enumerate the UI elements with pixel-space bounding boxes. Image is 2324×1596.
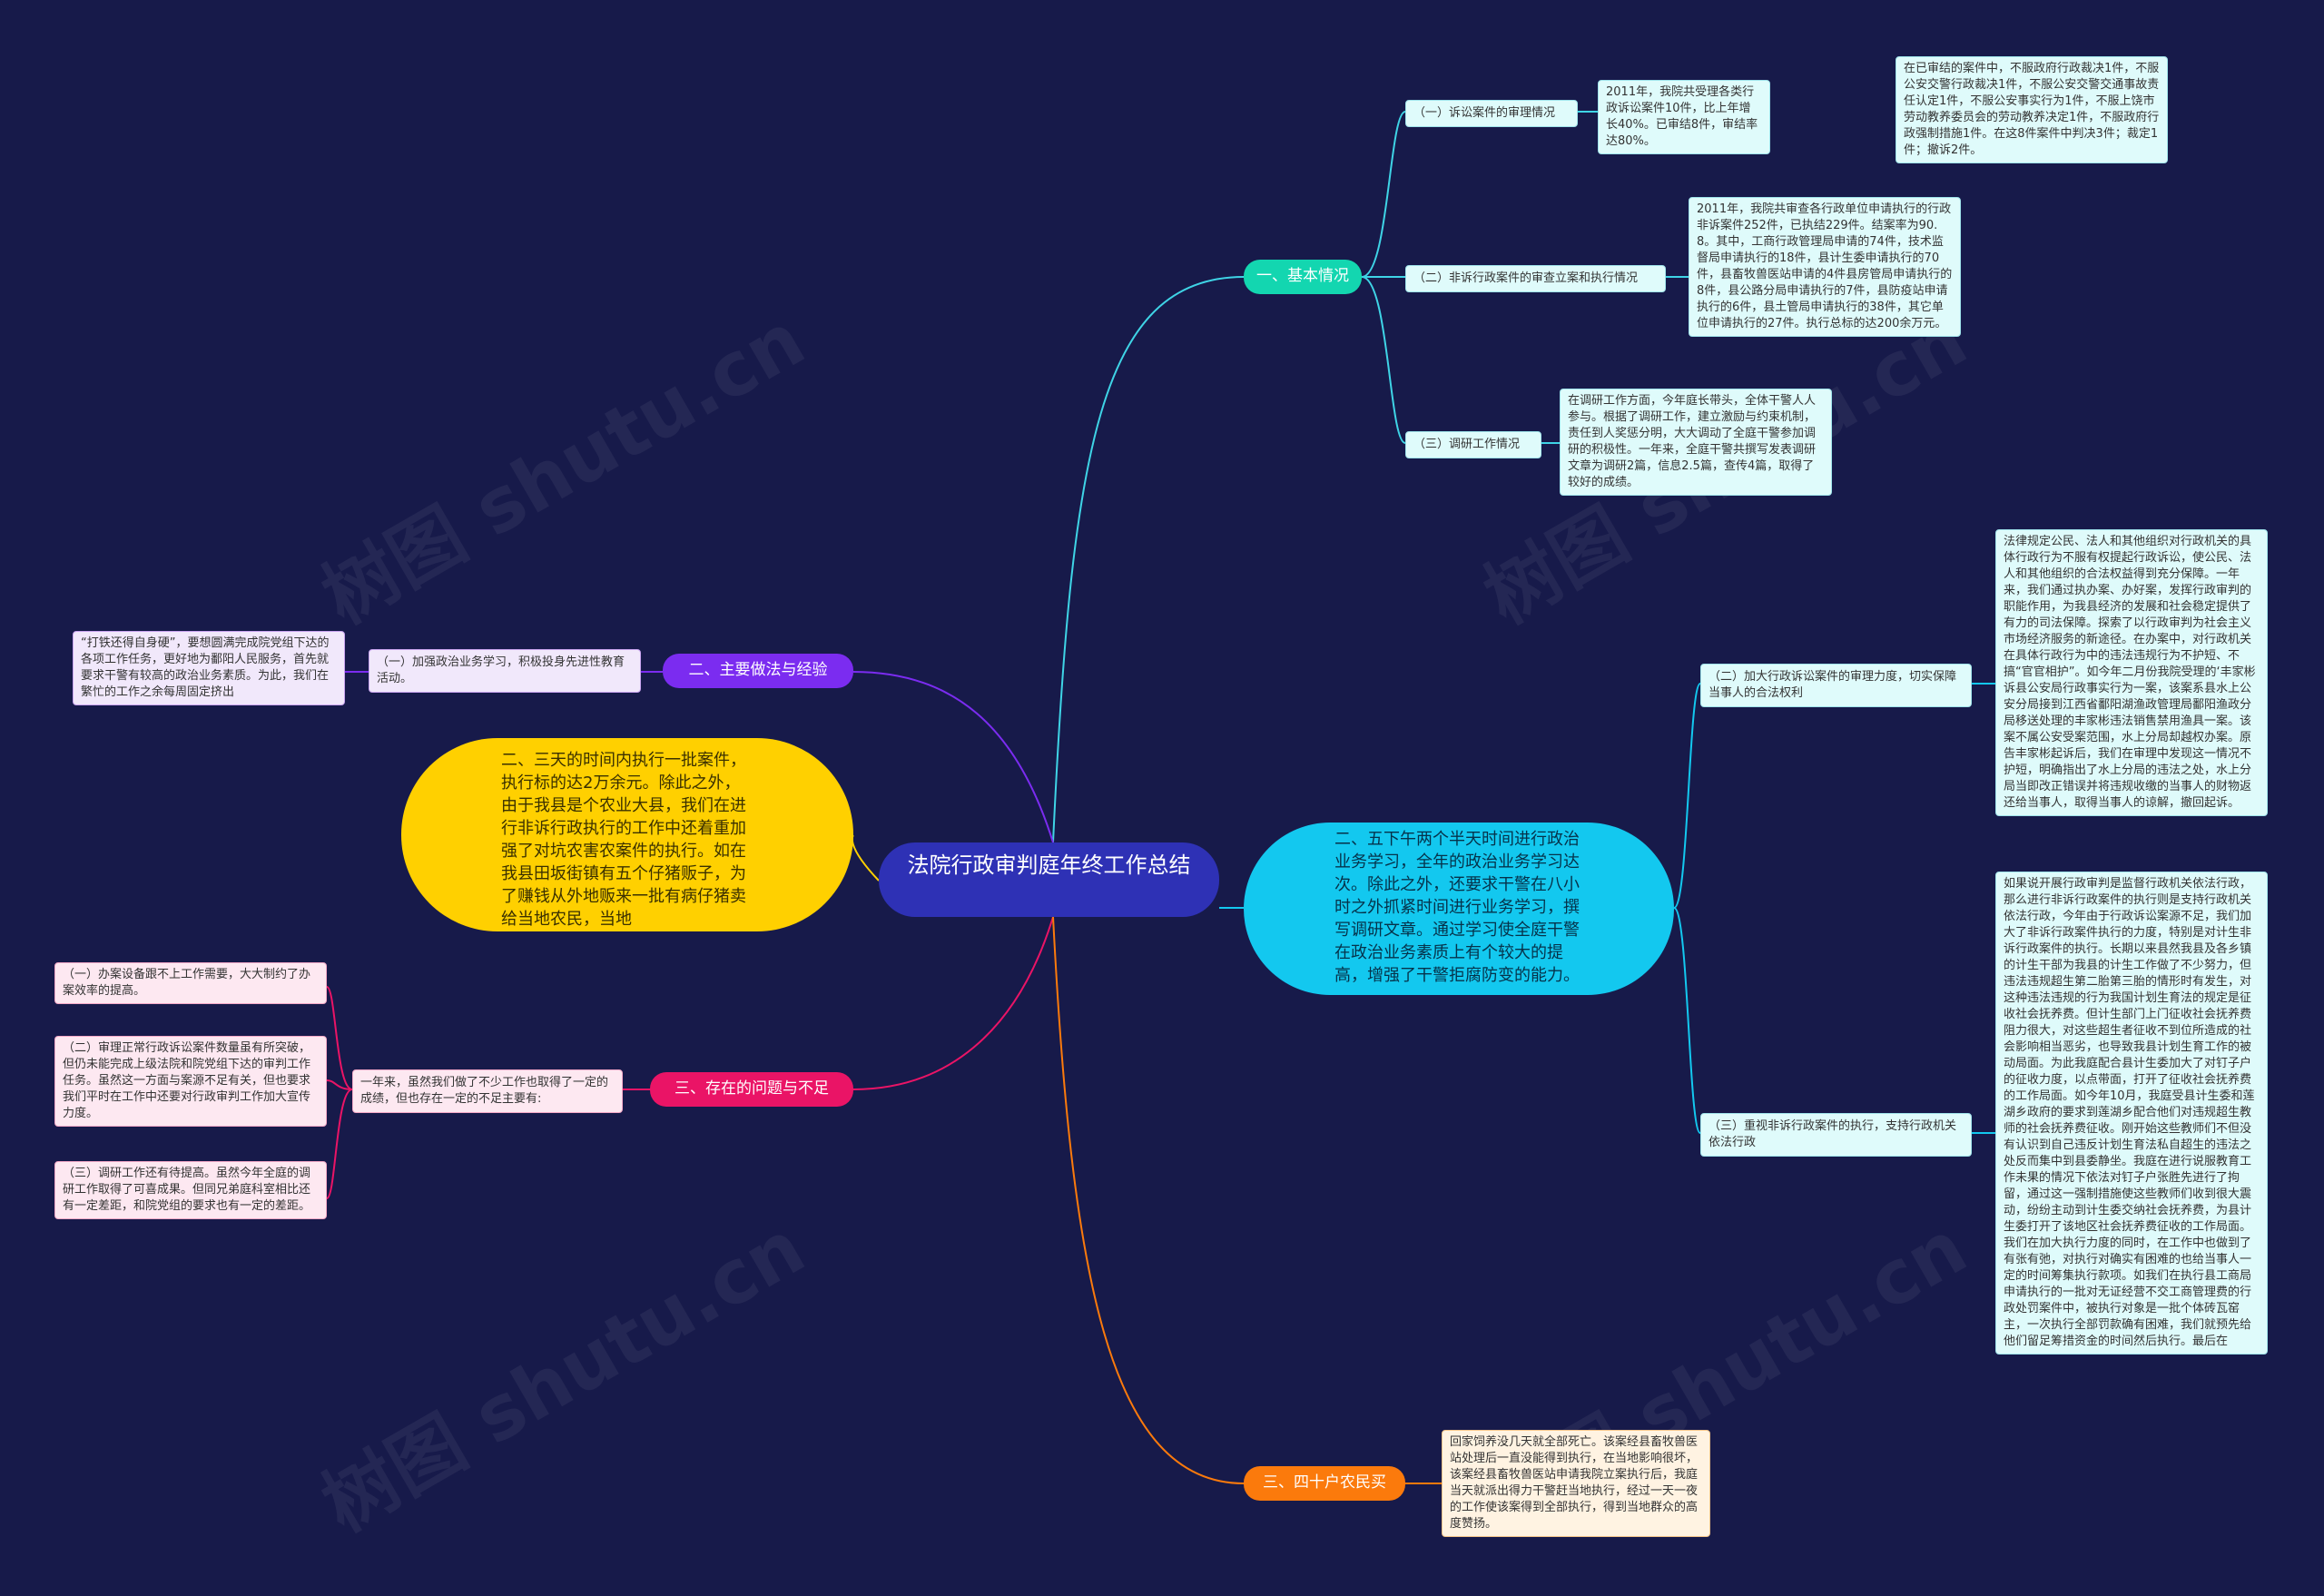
sub-research-work[interactable]: （三）调研工作情况 [1405, 431, 1541, 458]
sub-support-enforcement[interactable]: （三）重视非诉行政案件的执行，支持行政机关依法行政 [1700, 1113, 1972, 1157]
root-topic[interactable]: 法院行政审判庭年终工作总结 [879, 842, 1219, 917]
sub-political-study[interactable]: （一）加强政治业务学习，积极投身先进性教育活动。 [369, 649, 641, 693]
branch-practices[interactable]: 二、主要做法与经验 [663, 654, 853, 688]
problem-item-caseload: （二）审理正常行政诉讼案件数量虽有所突破，但仍未能完成上级法院和院党组下达的审判… [54, 1036, 327, 1127]
detail-support-enforcement: 如果说开展行政审判是监督行政机关依法行政，那么进行非诉行政案件的执行则是支持行政… [1995, 872, 2268, 1355]
detail-political-study: “打铁还得自身硬”，要想圆满完成院党组下达的各项工作任务，更好地为鄱阳人民服务，… [73, 631, 345, 705]
continuation-study-cyan: 二、五下午两个半天时间进行政治业务学习，全年的政治业务学习达次。除此之外，还要求… [1244, 823, 1674, 995]
sub-problems-summary[interactable]: 一年来，虽然我们做了不少工作也取得了一定的成绩，但也存在一定的不足主要有: [352, 1069, 623, 1113]
sub-litigation-cases[interactable]: （一）诉讼案件的审理情况 [1405, 100, 1578, 127]
branch-problems[interactable]: 三、存在的问题与不足 [650, 1072, 853, 1107]
branch-farmers[interactable]: 三、四十户农民买 [1244, 1466, 1405, 1501]
problem-item-equipment: （一）办案设备跟不上工作需要，大大制约了办案效率的提高。 [54, 962, 327, 1004]
branch-basic-situation[interactable]: 一、基本情况 [1244, 260, 1362, 294]
detail-litigation-stats: 2011年，我院共受理各类行政诉讼案件10件，比上年增长40%。已审结8件，审结… [1598, 80, 1770, 154]
detail-research-work: 在调研工作方面，今年庭长带头，全体干警人人参与。根据了调研工作，建立激励与约束机… [1560, 389, 1832, 496]
problem-item-research: （三）调研工作还有待提高。虽然今年全庭的调研工作取得了可喜成果。但同兄弟庭科室相… [54, 1161, 327, 1219]
detail-farmers-case: 回家饲养没几天就全部死亡。该案经县畜牧兽医站处理后一直没能得到执行，在当地影响很… [1442, 1430, 1710, 1537]
continuation-execution-yellow: 二、三天的时间内执行一批案件，执行标的达2万余元。除此之外，由于我县是个农业大县… [401, 738, 853, 931]
sub-nonlitigation-cases[interactable]: （二）非诉行政案件的审查立案和执行情况 [1405, 265, 1666, 292]
sub-strengthen-trials[interactable]: （二）加大行政诉讼案件的审理力度，切实保障当事人的合法权利 [1700, 664, 1972, 707]
detail-litigation-breakdown: 在已审结的案件中，不服政府行政裁决1件，不服公安交警行政裁决1件，不服公安交警交… [1896, 56, 2168, 163]
detail-nonlitigation-stats: 2011年，我院共审查各行政单位申请执行的行政非诉案件252件，已执结229件。… [1689, 197, 1961, 337]
detail-strengthen-trials: 法律规定公民、法人和其他组织对行政机关的具体行政行为不服有权提起行政诉讼，使公民… [1995, 529, 2268, 816]
